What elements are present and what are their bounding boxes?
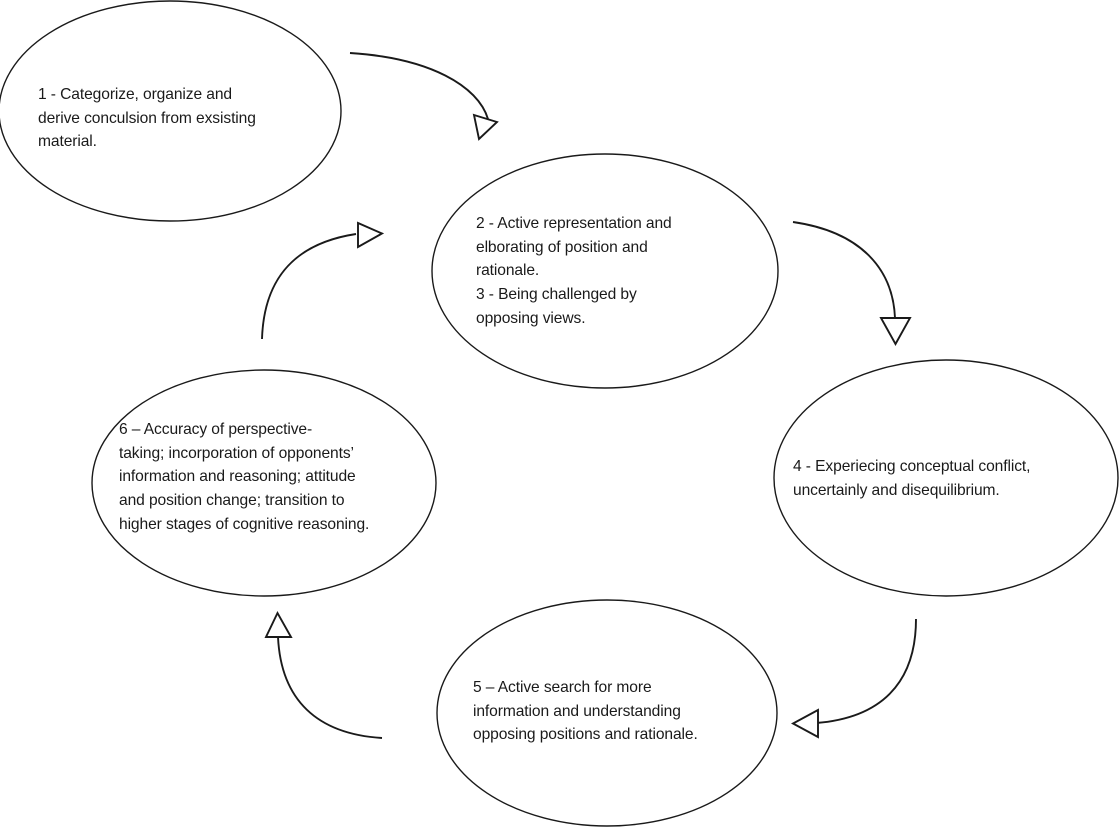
arrow-6-to-2-line: [261, 233, 357, 340]
arrow-5-to-6-line: [277, 636, 383, 739]
arrow-4-to-5-arrowhead-icon: [791, 708, 819, 739]
arrow-6-to-2[interactable]: [261, 221, 385, 340]
node-2-label: 2 - Active representation and elborating…: [476, 215, 672, 327]
arrow-5-to-6[interactable]: [264, 610, 383, 739]
ellipse-node-6[interactable]: [91, 369, 437, 597]
arrow-4-to-5-line: [815, 618, 917, 724]
arrow-6-to-2-arrowhead-icon: [357, 221, 385, 249]
ellipse-node-5[interactable]: [436, 599, 778, 827]
ellipse-node-1[interactable]: [0, 0, 342, 222]
arrow-layer: [261, 52, 917, 739]
node-4-label: 4 - Experiecing conceptual conflict, unc…: [793, 458, 1031, 499]
node-5-label: 5 – Active search for more information a…: [473, 679, 698, 744]
arrow-5-to-6-arrowhead-icon: [264, 610, 293, 638]
arrow-2-to-4[interactable]: [792, 221, 912, 346]
ellipse-node-2[interactable]: [431, 153, 779, 389]
arrow-1-to-2-arrowhead-icon: [472, 113, 499, 141]
arrow-2-to-4-arrowhead-icon: [879, 317, 912, 346]
node-1-label: 1 - Categorize, organize and derive conc…: [38, 86, 256, 151]
ellipse-node-4[interactable]: [773, 359, 1119, 597]
arrow-1-to-2[interactable]: [349, 52, 499, 141]
arrow-2-to-4-line: [792, 221, 896, 319]
arrow-4-to-5[interactable]: [791, 618, 917, 739]
arrow-1-to-2-line: [349, 52, 489, 120]
node-6-label: 6 – Accuracy of perspective- taking; inc…: [119, 421, 370, 533]
